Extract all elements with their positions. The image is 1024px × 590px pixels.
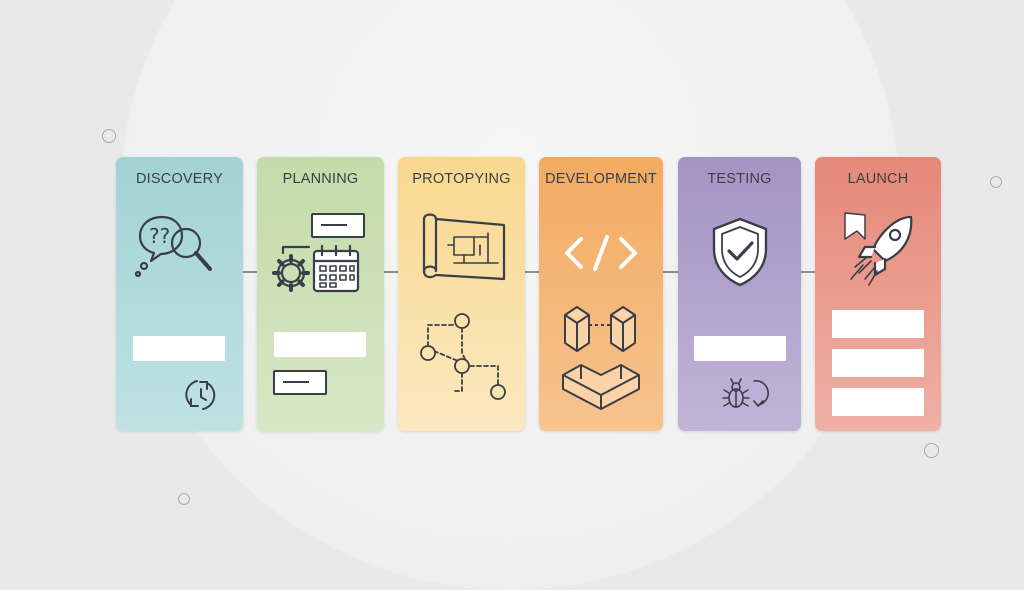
decor-ring: [102, 129, 116, 143]
note-icon: [273, 370, 329, 396]
shield-check-icon: [708, 215, 772, 287]
gear-calendar-icon: [269, 241, 364, 299]
stage-title: PROTOPYING: [412, 171, 511, 187]
stage-title: PLANNING: [282, 171, 359, 187]
stage-card-planning: PLANNING: [257, 157, 384, 431]
svg-text:??: ??: [149, 224, 170, 248]
decor-ring: [990, 176, 1002, 188]
rocket-icon: [841, 209, 921, 291]
flow-nodes-icon: [418, 313, 513, 405]
stage-card-testing: TESTING: [678, 157, 801, 431]
placeholder-bar: [832, 388, 924, 416]
stage-card-discovery: DISCOVERY ??: [116, 157, 243, 431]
stage-card-prototyping: PROTOPYING: [398, 157, 525, 431]
decor-ring: [924, 443, 939, 458]
blueprint-icon: [418, 209, 508, 281]
cubes-icon: [559, 301, 645, 411]
placeholder-bar: [133, 336, 225, 361]
decor-ring: [178, 493, 190, 505]
placeholder-bar: [832, 310, 924, 338]
note-icon: [311, 213, 367, 239]
stage-title: DEVELOPMENT: [545, 171, 657, 187]
stage-card-development: DEVELOPMENT: [539, 157, 663, 431]
refresh-cycle-icon: [179, 375, 221, 415]
bug-icon: [722, 377, 770, 413]
stage-title: LAUNCH: [847, 171, 909, 187]
placeholder-bar: [274, 332, 366, 357]
placeholder-bar: [832, 349, 924, 377]
stage-card-launch: LAUNCH: [815, 157, 941, 431]
placeholder-bar: [694, 336, 786, 361]
question-search-icon: ??: [134, 209, 224, 289]
stage-connector-line: [118, 271, 938, 273]
code-brackets-icon: [563, 233, 639, 273]
stage-title: DISCOVERY: [136, 171, 223, 187]
stage-title: TESTING: [707, 171, 772, 187]
